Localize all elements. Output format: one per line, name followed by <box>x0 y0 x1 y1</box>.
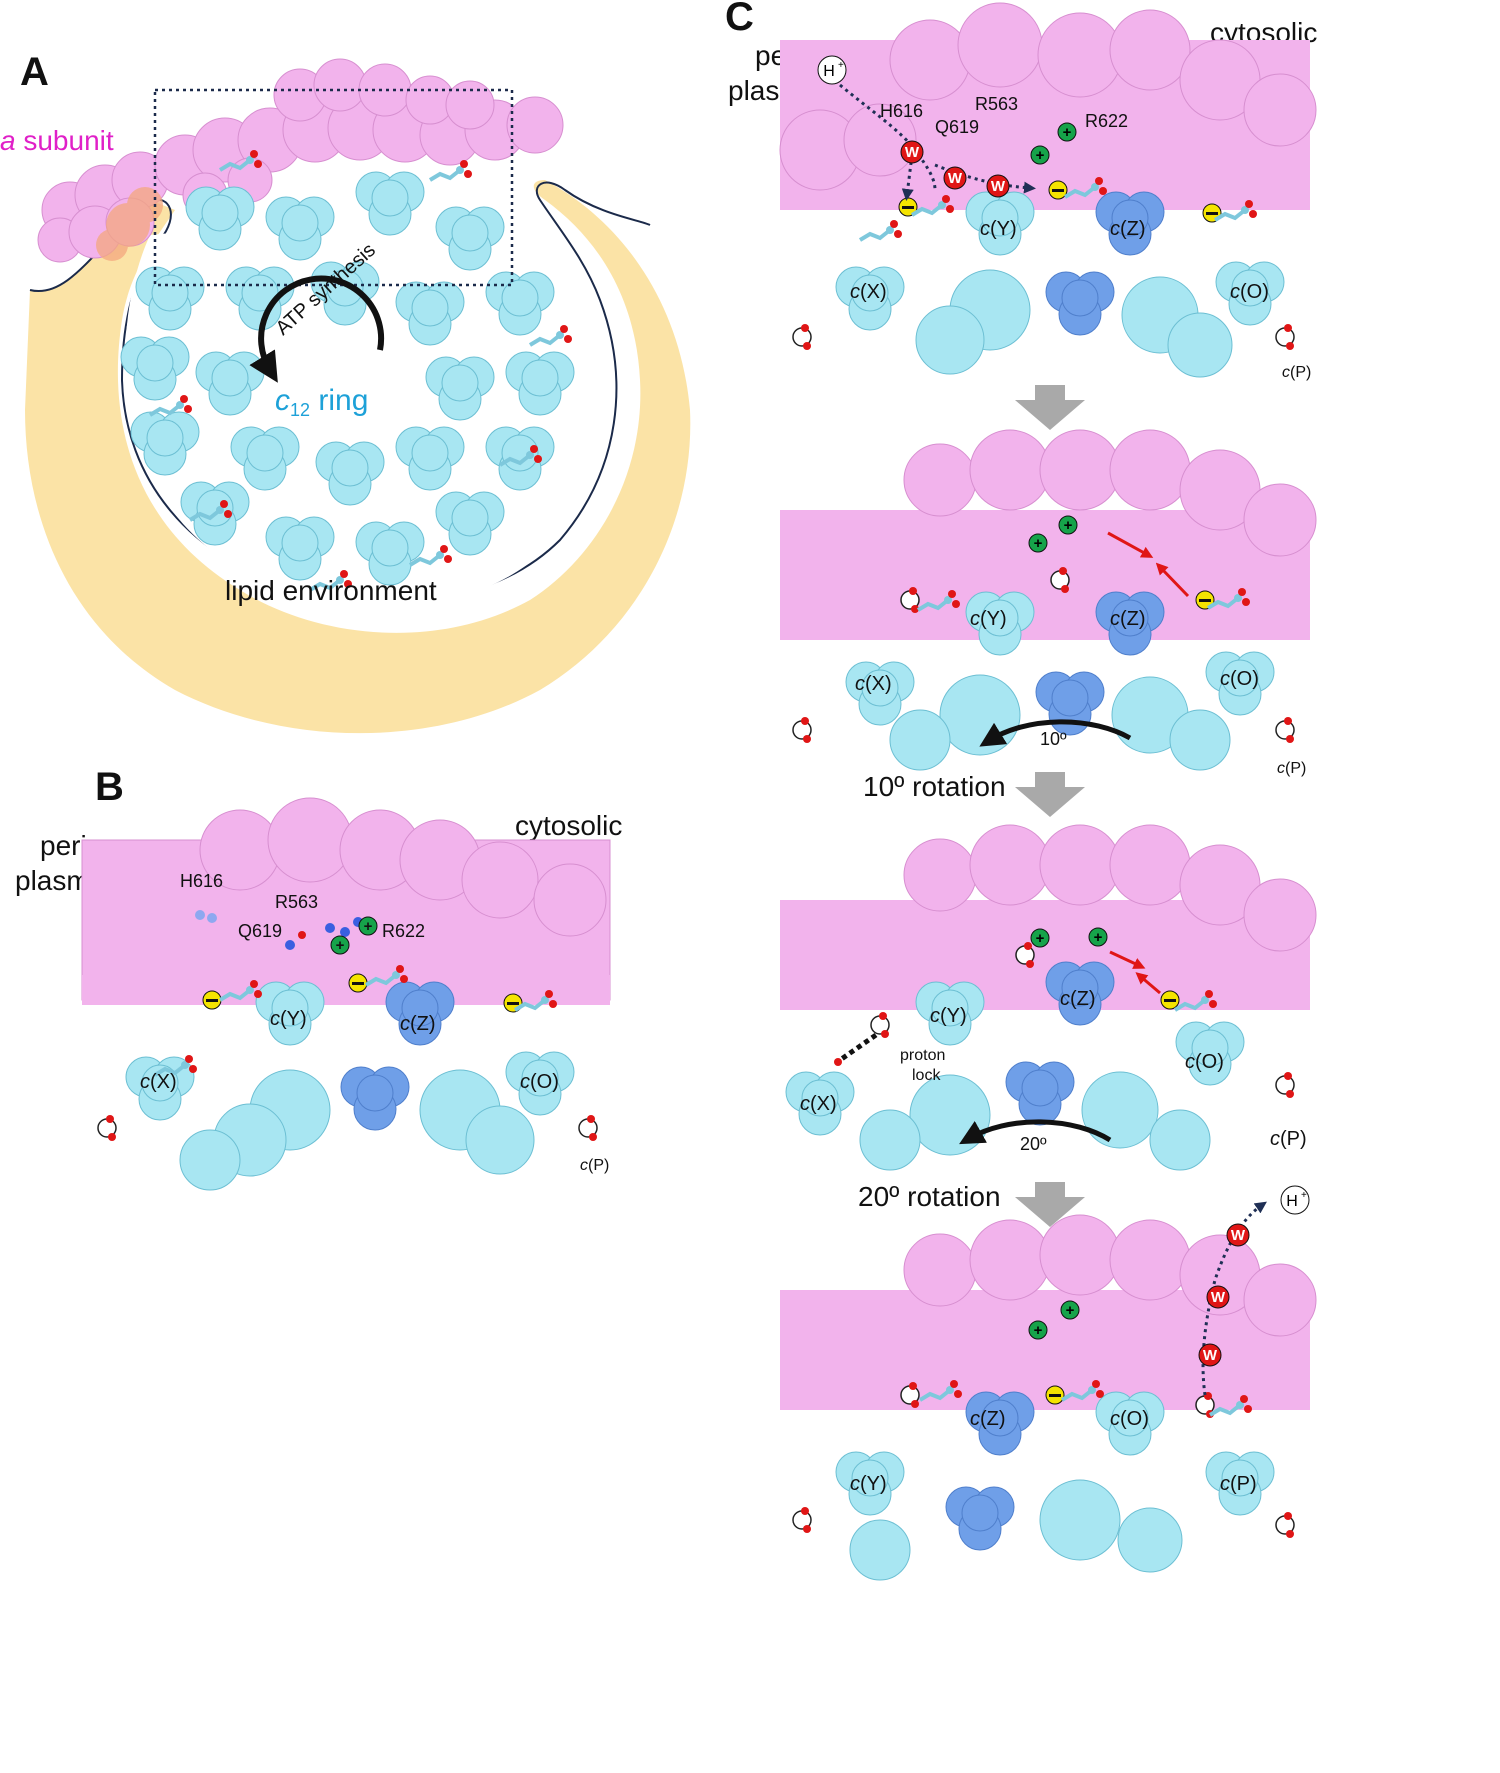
b-chain-o-label: c(O) <box>520 1071 559 1093</box>
c-step3-chain-z: c(Z) <box>1060 988 1096 1010</box>
b-positive-charge-r622: + <box>358 916 378 936</box>
svg-text:W: W <box>948 170 963 187</box>
panel-b: B peri plasmic cytosolic H616 R563 Q619 … <box>15 765 622 1191</box>
b-q619-label: Q619 <box>238 921 282 941</box>
svg-text:+: + <box>364 918 373 935</box>
c-step-4: + + W W W H + c(Y) c(Z) c(O) c(P) <box>780 1185 1317 1581</box>
svg-text:W: W <box>1211 1289 1226 1306</box>
c-step2-chain-o: c(O) <box>1220 668 1259 690</box>
c-step4-chain-o: c(O) <box>1110 1408 1149 1430</box>
b-chain-x-label: c(X) <box>140 1071 177 1093</box>
svg-text:H: H <box>823 63 835 80</box>
c-step1-chain-p: c(P) <box>1282 364 1311 381</box>
panel-c: C peri plasmic cytosolic H616 R563 Q619 … <box>725 0 1317 1581</box>
svg-text:+: + <box>1034 1322 1043 1339</box>
svg-text:+: + <box>1066 1302 1075 1319</box>
panel-c-letter: C <box>725 0 754 39</box>
svg-text:+: + <box>1036 930 1045 947</box>
c-step-3: + + proton lock 20º c(X) c(Y) c(Z) c(O) … <box>780 824 1317 1171</box>
svg-text:+: + <box>1036 147 1045 164</box>
step-arrow-1 <box>1015 385 1085 430</box>
c-step2-chain-z: c(Z) <box>1110 608 1146 630</box>
c-step3-chain-y: c(Y) <box>930 1005 967 1027</box>
c-step3-rotation-arrow <box>959 1119 1112 1145</box>
c-step1-chain-y: c(Y) <box>980 218 1017 240</box>
c-step2-chain-x: c(X) <box>855 673 892 695</box>
c12-ring-label: c12 ring <box>275 384 368 420</box>
c-step4-waters: W W W <box>1198 1223 1250 1367</box>
cytosolic-label: cytosolic <box>515 810 622 841</box>
c-step1-proton: H + <box>817 55 847 85</box>
b-chain-p-label: c(P) <box>580 1157 609 1174</box>
lipid-environment-label: lipid environment <box>225 575 437 606</box>
b-positive-charge-r563: + <box>330 935 350 955</box>
svg-text:W: W <box>1231 1227 1246 1244</box>
a-subunit-label: a subunit <box>0 125 114 156</box>
c-step3-chain-x: c(X) <box>800 1093 837 1115</box>
c-step3-proton-lock-1: proton <box>900 1047 945 1064</box>
b-residue-atoms <box>195 910 363 950</box>
c-r622-label: R622 <box>1085 111 1128 131</box>
c-r563-label: R563 <box>975 94 1018 114</box>
c-step3-angle: 20º <box>1020 1134 1047 1154</box>
c-step1-chain-x: c(X) <box>850 281 887 303</box>
c-step-1: H616 R563 Q619 R622 + + H + <box>779 2 1317 381</box>
step-arrow-2 <box>1015 772 1085 817</box>
c-step4-chain-z: c(Z) <box>970 1408 1006 1430</box>
step3-caption: 20º rotation <box>858 1181 1001 1212</box>
svg-text:+: + <box>1094 929 1103 946</box>
zoom-region-box <box>153 88 514 287</box>
c-step2-chain-p: c(P) <box>1277 760 1306 777</box>
b-chain-z-label: c(Z) <box>400 1013 436 1035</box>
c-step-2: + + 10º c(X) c(Y) c(Z) c(O) c(P) <box>780 429 1317 777</box>
svg-text:+: + <box>838 60 844 71</box>
atp-synthesis-rotation-arrow <box>249 275 385 383</box>
svg-text:+: + <box>336 937 345 954</box>
c-q619-label: Q619 <box>935 117 979 137</box>
svg-text:+: + <box>1063 124 1072 141</box>
c-step1-waters: W W W <box>900 140 1010 198</box>
c-step4-chain-y: c(Y) <box>850 1473 887 1495</box>
panel-a: A <box>0 50 691 734</box>
c-step4-proton: H + <box>1280 1185 1310 1215</box>
b-c-subunits <box>125 981 575 1191</box>
svg-text:+: + <box>1064 517 1073 534</box>
c-step3-proton-lock-2: lock <box>912 1067 941 1084</box>
b-r563-label: R563 <box>275 892 318 912</box>
c-step3-chain-p: c(P) <box>1270 1128 1307 1150</box>
panel-b-letter: B <box>95 765 124 809</box>
panel-a-letter: A <box>20 50 49 94</box>
c-step4-chain-p: c(P) <box>1220 1473 1257 1495</box>
svg-text:W: W <box>991 178 1006 195</box>
svg-text:W: W <box>1203 1347 1218 1364</box>
svg-text:+: + <box>1034 535 1043 552</box>
svg-text:W: W <box>905 144 920 161</box>
lipid-environment-region <box>25 180 691 734</box>
b-r622-label: R622 <box>382 921 425 941</box>
c-step3-chain-o: c(O) <box>1185 1051 1224 1073</box>
b-chain-y-label: c(Y) <box>270 1008 307 1030</box>
svg-text:+: + <box>1301 1190 1307 1201</box>
c-step2-chain-y: c(Y) <box>970 608 1007 630</box>
svg-text:H: H <box>1286 1193 1298 1210</box>
c-step1-chain-o: c(O) <box>1230 281 1269 303</box>
periplasmic-label-line1: peri <box>40 830 87 861</box>
b-h616-label: H616 <box>180 871 223 891</box>
step2-caption: 10º rotation <box>863 771 1006 802</box>
step-arrow-3 <box>1015 1182 1085 1227</box>
c-step2-rotation-arrow <box>979 719 1132 747</box>
c-step2-angle: 10º <box>1040 729 1067 749</box>
c-h616-label: H616 <box>880 101 923 121</box>
c-step1-chain-z: c(Z) <box>1110 218 1146 240</box>
